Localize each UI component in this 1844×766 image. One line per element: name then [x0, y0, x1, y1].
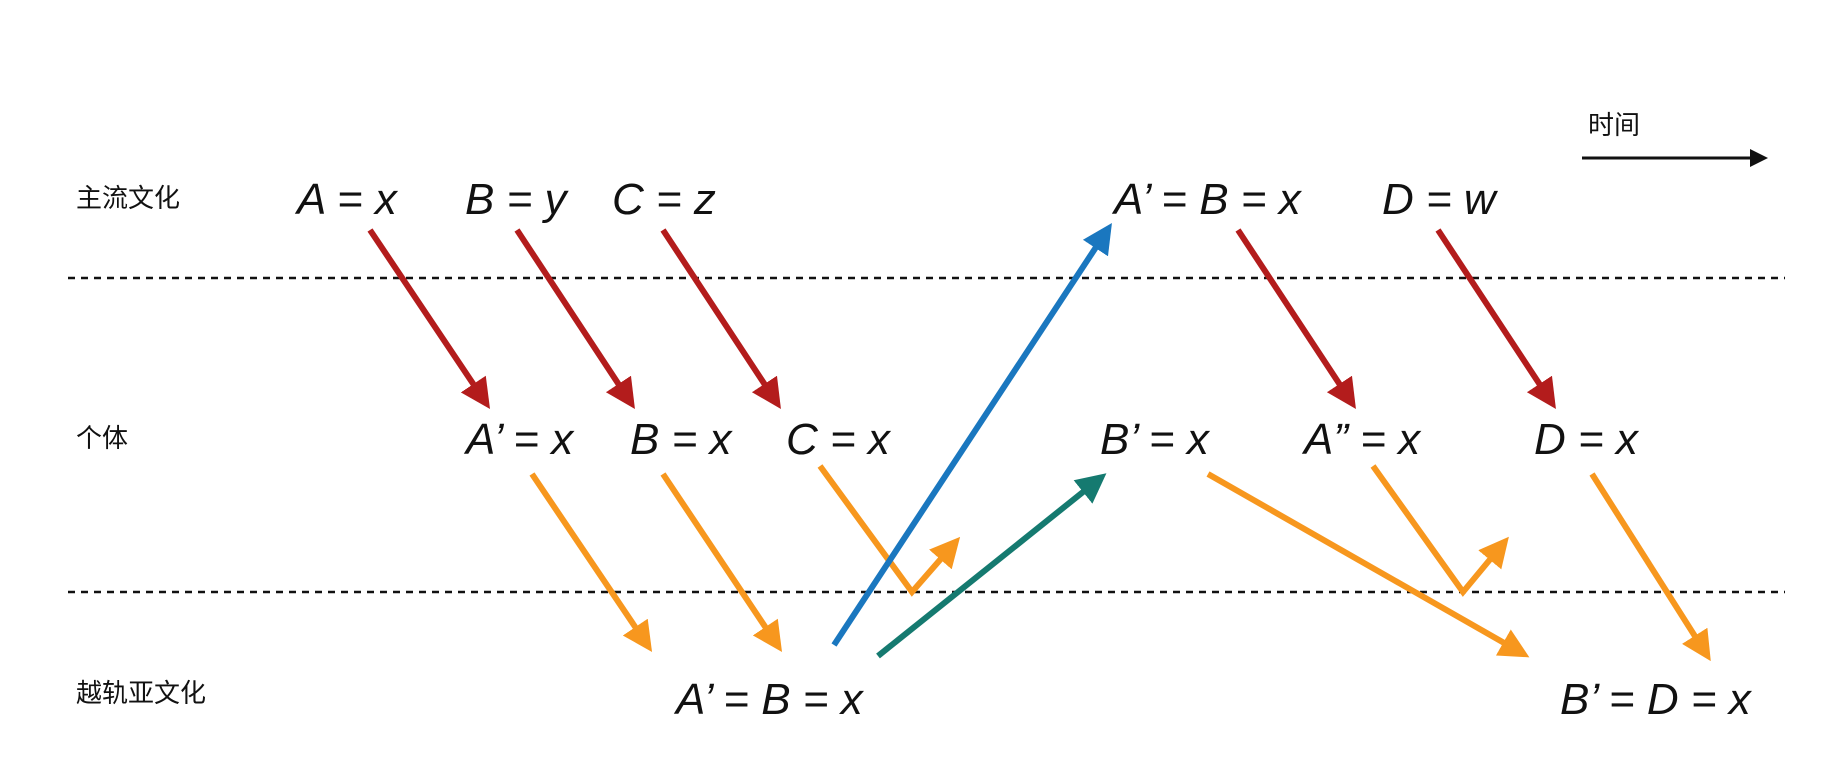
node-main-d: D = w [1382, 175, 1499, 224]
node-main-ab: A’ = B = x [1111, 175, 1303, 224]
arrow-ind-c-bounce [817, 464, 961, 597]
node-ind-bp: B’ = x [1100, 415, 1211, 464]
node-ind-a: A’ = x [463, 415, 575, 464]
node-sub-bd: B’ = D = x [1560, 675, 1753, 724]
arrow-ind-bp-to-sub [1206, 471, 1530, 658]
arrow-main-a-to-ind [367, 228, 491, 409]
arrow-ind-a2-bounce [1370, 464, 1509, 597]
arrow-main-b-to-ind [514, 228, 635, 410]
arrow-main-d-to-ind [1435, 228, 1556, 410]
node-main-b: B = y [465, 175, 569, 224]
node-sub-ab: A’ = B = x [673, 675, 865, 724]
node-ind-c: C = x [786, 415, 892, 464]
node-ind-b: B = x [630, 415, 733, 464]
node-main-a: A = x [294, 175, 399, 224]
node-ind-a2: A” = x [1301, 415, 1422, 464]
node-ind-d: D = x [1534, 415, 1640, 464]
arrow-sub-to-main [831, 222, 1112, 647]
arrow-main-c-to-ind [660, 228, 781, 410]
arrow-ind-d-to-sub [1589, 472, 1711, 662]
row-label-individual: 个体 [76, 424, 128, 454]
node-main-c: C = z [612, 175, 716, 224]
row-label-transorbital: 越轨亚文化 [76, 679, 206, 709]
arrow-ind-a-to-sub [529, 472, 653, 652]
row-label-mainstream: 主流文化 [76, 184, 180, 214]
arrow-ind-b-to-sub [660, 472, 783, 652]
arrow-sub-to-ind [876, 473, 1107, 659]
time-label: 时间 [1588, 111, 1640, 141]
arrow-main-ab-to-ind [1235, 228, 1356, 410]
